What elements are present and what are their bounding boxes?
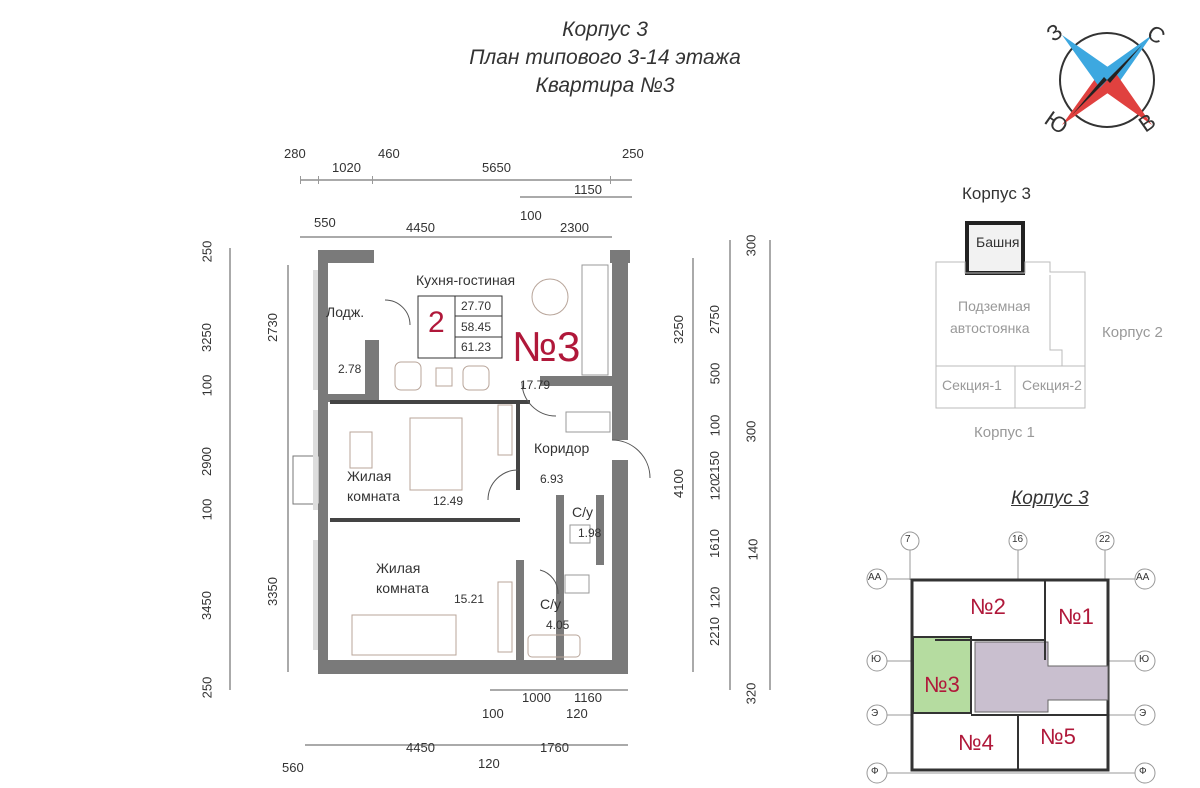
site-tower-label: Башня [976, 234, 1020, 250]
total-area: 58.45 [461, 320, 492, 334]
site-parking-line2: автостоянка [950, 320, 1030, 336]
room-bath2-name: С/у [540, 596, 561, 612]
room-bedroom1-area: 12.49 [433, 494, 464, 508]
site-building-2: Корпус 2 [1102, 324, 1163, 341]
dim-bottom-2: 1000 [522, 690, 551, 705]
room-bedroom1-line1: Жилая [347, 468, 392, 484]
site-section-2: Секция-2 [1022, 377, 1082, 393]
axis-label-f-right: Ф [1139, 766, 1147, 777]
key-apartment-1[interactable]: №1 [1058, 604, 1094, 629]
dim-bottom-4: 120 [566, 706, 588, 721]
axis-label-yu-right: Ю [1139, 654, 1150, 665]
dim-bottom-3: 1160 [574, 690, 602, 705]
axis-label-e-right: Э [1139, 708, 1147, 719]
room-bedroom2-line1: Жилая [376, 560, 421, 576]
apartment-title: Квартира №3 [535, 74, 675, 97]
axis-label-e-left: Э [871, 708, 879, 719]
dim-top-8: 4450 [406, 220, 435, 235]
dim-top-2: 1020 [332, 160, 361, 175]
site-building-title: Корпус 3 [962, 184, 1032, 203]
dim-top-6: 1150 [574, 182, 602, 197]
room-count: 2 [428, 306, 445, 339]
room-bedroom1-line2: комната [347, 488, 400, 504]
key-plan-title: Корпус 3 [1011, 488, 1089, 509]
dim-bottom-8: 1760 [540, 740, 569, 755]
dim-top-5: 250 [622, 146, 644, 161]
living-area: 27.70 [461, 299, 492, 313]
room-loggia-name: Лодж. [326, 304, 365, 320]
dim-bottom-6: 4450 [406, 740, 435, 755]
key-apartment-4[interactable]: №4 [958, 730, 994, 755]
room-corridor-area: 6.93 [540, 472, 564, 486]
room-bath2-area: 4.05 [546, 618, 570, 632]
key-apartment-5[interactable]: №5 [1040, 724, 1076, 749]
axis-label-22: 22 [1099, 534, 1111, 545]
key-apartment-2[interactable]: №2 [970, 594, 1006, 619]
room-kitchen-area: 17.79 [520, 378, 551, 392]
room-bedroom2-area: 15.21 [454, 592, 485, 606]
dim-bottom-1: 100 [482, 706, 504, 721]
site-parking-line1: Подземная [958, 298, 1031, 314]
axis-label-16: 16 [1012, 534, 1024, 545]
axis-label-7: 7 [905, 534, 911, 545]
room-bedroom2-line2: комната [376, 580, 429, 596]
dim-top-3: 460 [378, 146, 400, 161]
dim-top-7: 550 [314, 215, 336, 230]
axis-label-f-left: Ф [871, 766, 879, 777]
total-area-with-loggia: 61.23 [461, 340, 492, 354]
building-title: Корпус 3 [562, 18, 648, 41]
floor-plan-title: План типового 3-14 этажа [469, 46, 741, 69]
axis-label-yu-left: Ю [871, 654, 882, 665]
site-section-1: Секция-1 [942, 377, 1002, 393]
axis-label-aa-right: АА [1136, 572, 1150, 583]
room-bath1-name: С/у [572, 504, 593, 520]
dim-top-9: 100 [520, 208, 542, 223]
dim-bottom-7: 120 [478, 756, 500, 771]
room-bath1-area: 1.98 [578, 526, 602, 540]
apartment-number: №3 [512, 323, 581, 370]
dim-bottom-5: 560 [282, 760, 304, 775]
dim-top-10: 2300 [560, 220, 589, 235]
room-kitchen-name: Кухня-гостиная [416, 272, 516, 288]
dim-top-1: 280 [284, 146, 306, 161]
key-apartment-3-selected[interactable]: №3 [924, 672, 960, 697]
site-building-1: Корпус 1 [974, 424, 1035, 441]
room-loggia-area: 2.78 [338, 362, 362, 376]
room-corridor-name: Коридор [534, 440, 590, 456]
dim-top-4: 5650 [482, 160, 511, 175]
axis-label-aa-left: АА [868, 572, 882, 583]
